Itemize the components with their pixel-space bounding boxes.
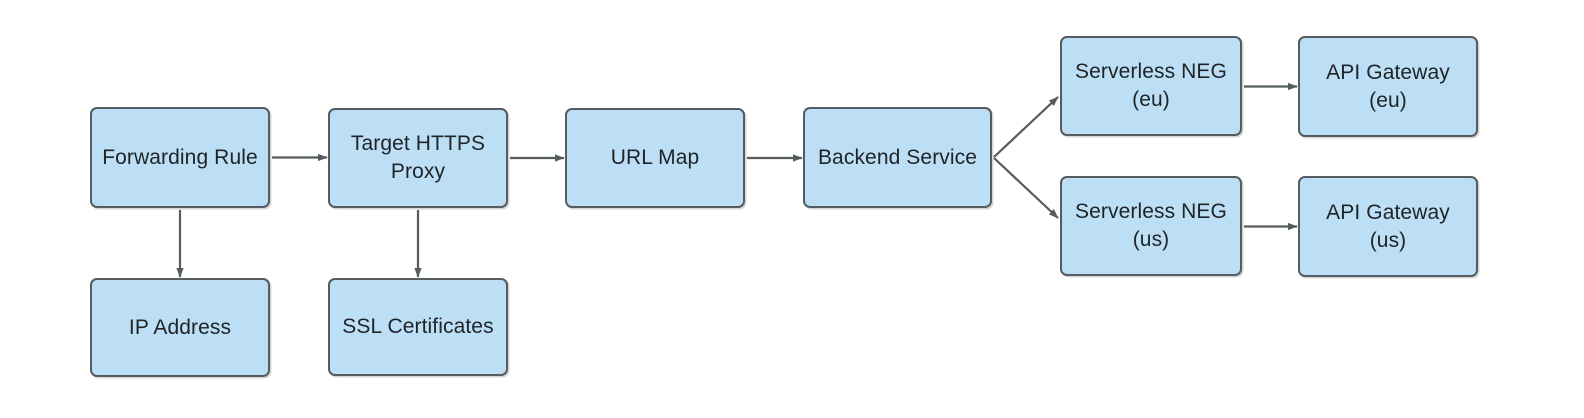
node-label-target-https-proxy: Target HTTPS Proxy <box>350 132 486 183</box>
node-serverless-neg-eu[interactable]: Serverless NEG (eu) <box>1060 36 1242 136</box>
node-label-ssl-certificates: SSL Certificates <box>342 315 494 338</box>
node-api-gateway-us[interactable]: API Gateway (us) <box>1298 176 1478 277</box>
edge-backend-service-to-serverless-neg-eu <box>993 96 1059 158</box>
node-url-map[interactable]: URL Map <box>565 108 745 208</box>
node-label-forwarding-rule: Forwarding Rule <box>102 145 258 169</box>
node-label-url-map: URL Map <box>610 146 700 169</box>
edge-backend-service-to-serverless-neg-us <box>993 157 1059 219</box>
node-label-ip-address: IP Address <box>128 315 232 339</box>
node-api-gateway-eu[interactable]: API Gateway (eu) <box>1298 36 1478 137</box>
node-label-serverless-neg-eu: Serverless NEG (eu) <box>1075 60 1227 111</box>
node-target-https-proxy[interactable]: Target HTTPS Proxy <box>328 108 508 208</box>
node-label-api-gateway-us: API Gateway (us) <box>1326 200 1450 252</box>
node-label-serverless-neg-us: Serverless NEG (us) <box>1075 200 1227 251</box>
node-backend-service[interactable]: Backend Service <box>803 107 992 208</box>
node-label-backend-service: Backend Service <box>817 145 978 169</box>
node-forwarding-rule[interactable]: Forwarding Rule <box>90 107 270 208</box>
node-ssl-certificates[interactable]: SSL Certificates <box>328 278 508 376</box>
node-serverless-neg-us[interactable]: Serverless NEG (us) <box>1060 176 1242 276</box>
node-ip-address[interactable]: IP Address <box>90 278 270 377</box>
node-label-api-gateway-eu: API Gateway (eu) <box>1326 60 1450 112</box>
